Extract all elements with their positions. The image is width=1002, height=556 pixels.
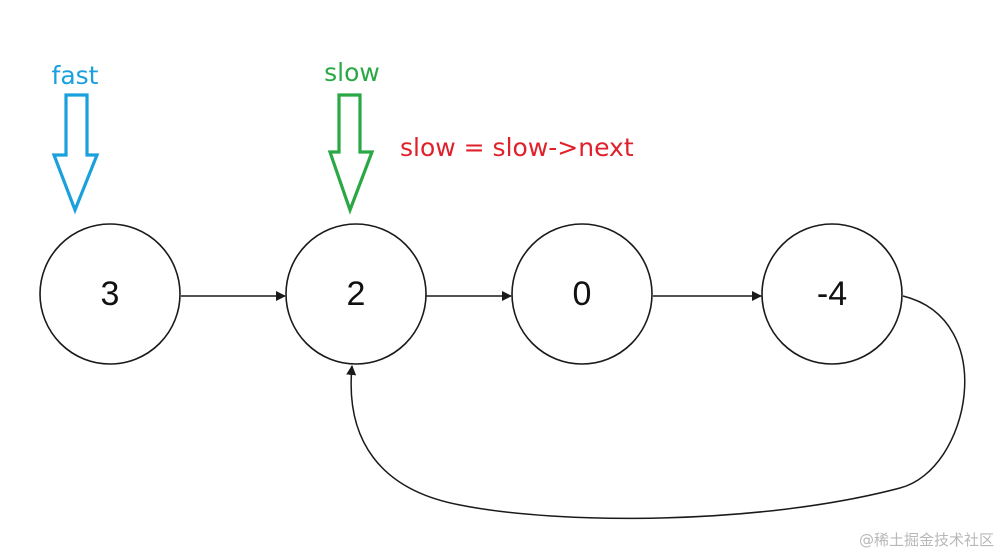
node-value: 0 (573, 275, 592, 313)
slow-pointer-label: slow (324, 58, 380, 87)
node-value: 2 (347, 275, 366, 313)
node-value: -4 (817, 275, 847, 313)
node-circle (39, 223, 181, 365)
edge-neg4-to-2-loop (346, 295, 966, 520)
node-circle (285, 223, 427, 365)
slow-step-annotation: slow = slow->next (400, 133, 634, 162)
watermark: @稀土掘金技术社区 (858, 531, 994, 549)
slow-pointer-arrow (327, 93, 375, 215)
list-node: 0 (511, 223, 653, 365)
fast-pointer-arrow (51, 93, 100, 215)
node-circle (511, 223, 653, 365)
list-node: 2 (285, 223, 427, 365)
list-node: -4 (761, 223, 903, 365)
fast-pointer-label: fast (52, 61, 99, 90)
node-value: 3 (101, 275, 120, 313)
node-circle (761, 223, 903, 365)
list-node: 3 (39, 223, 181, 365)
